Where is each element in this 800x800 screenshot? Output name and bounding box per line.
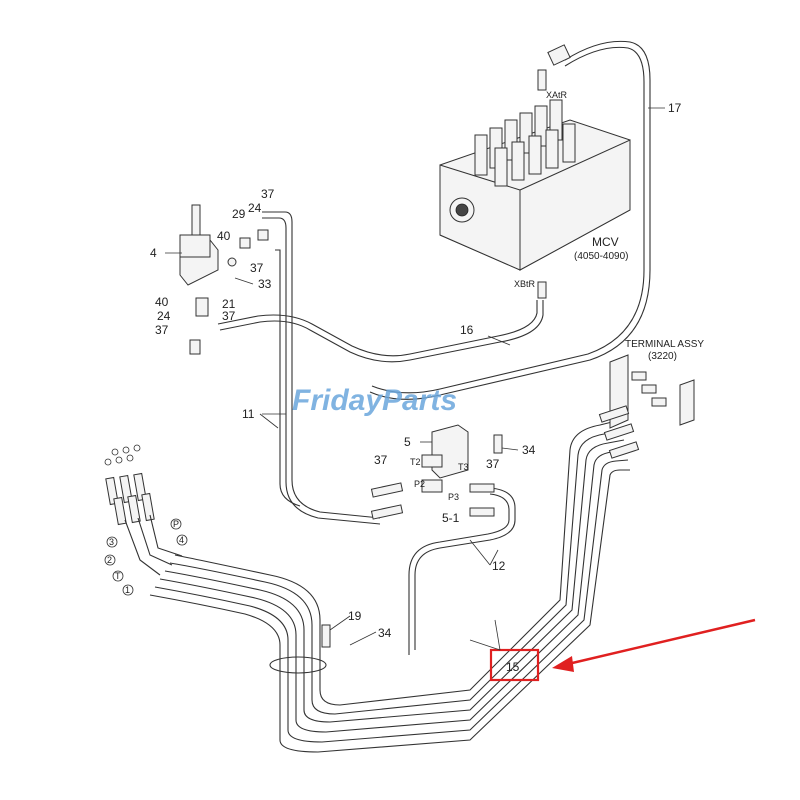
label-21: 21 bbox=[222, 297, 236, 311]
pilot-valve-4 bbox=[179, 204, 269, 355]
label-19: 19 bbox=[348, 609, 362, 623]
port-p: P bbox=[173, 519, 179, 529]
port-t3: T3 bbox=[458, 462, 469, 472]
label-5: 5 bbox=[404, 435, 411, 449]
label-40-top: 40 bbox=[217, 229, 231, 243]
label-mcv-range: (4050-4090) bbox=[574, 251, 628, 262]
label-xbtr: XBtR bbox=[514, 279, 536, 289]
highlight-callout bbox=[489, 618, 756, 682]
label-37-left: 37 bbox=[155, 323, 169, 337]
port-p2: P2 bbox=[414, 479, 425, 489]
port-3: 3 bbox=[109, 537, 114, 547]
pipe-17 bbox=[369, 40, 651, 400]
mcv-spools bbox=[474, 99, 576, 187]
port-1: 1 bbox=[125, 585, 130, 595]
label-4: 4 bbox=[150, 246, 157, 260]
pipe-11 bbox=[262, 211, 381, 525]
label-34-lower: 34 bbox=[378, 626, 392, 640]
label-15: 15 bbox=[506, 660, 520, 674]
watermark: FridayParts bbox=[292, 384, 457, 417]
label-12: 12 bbox=[492, 559, 506, 573]
port-t-left: T bbox=[115, 571, 121, 581]
label-11: 11 bbox=[242, 407, 255, 421]
highlight-box bbox=[489, 648, 540, 682]
label-5-1: 5-1 bbox=[442, 511, 460, 525]
label-34-upper: 34 bbox=[522, 443, 536, 457]
label-24-left: 24 bbox=[157, 309, 171, 323]
left-fittings bbox=[104, 444, 183, 576]
label-37-right: 37 bbox=[222, 309, 236, 323]
port-2: 2 bbox=[107, 555, 112, 565]
label-24-top: 24 bbox=[248, 201, 262, 215]
highlight-arrow-head bbox=[552, 656, 574, 672]
label-37-valve-left: 37 bbox=[374, 453, 388, 467]
label-29: 29 bbox=[232, 207, 246, 221]
label-33: 33 bbox=[258, 277, 272, 291]
label-terminal-assy: TERMINAL ASSY bbox=[625, 339, 704, 350]
terminal-assy bbox=[598, 354, 695, 459]
clamp-19 bbox=[269, 624, 331, 674]
label-17: 17 bbox=[668, 101, 682, 115]
label-terminal-code: (3220) bbox=[648, 351, 677, 362]
leader-lines bbox=[165, 107, 665, 651]
port-t2: T2 bbox=[410, 457, 421, 467]
circled-ports bbox=[104, 518, 188, 596]
pipe-bundle-15 bbox=[149, 419, 630, 753]
valve-5 bbox=[370, 424, 503, 520]
port-4: 4 bbox=[179, 535, 184, 545]
label-mcv: MCV bbox=[592, 235, 619, 249]
label-37-mid: 37 bbox=[250, 261, 264, 275]
pipe-16 bbox=[217, 300, 544, 363]
label-37-valve-right: 37 bbox=[486, 457, 500, 471]
label-40-left: 40 bbox=[155, 295, 169, 309]
label-16: 16 bbox=[460, 323, 474, 337]
label-xatr: XAtR bbox=[546, 90, 568, 100]
port-p3: P3 bbox=[448, 492, 459, 502]
mcv-valve bbox=[439, 44, 631, 299]
label-37-top: 37 bbox=[261, 187, 275, 201]
highlight-arrow-shaft bbox=[567, 618, 756, 666]
pipe-12 bbox=[408, 487, 516, 655]
